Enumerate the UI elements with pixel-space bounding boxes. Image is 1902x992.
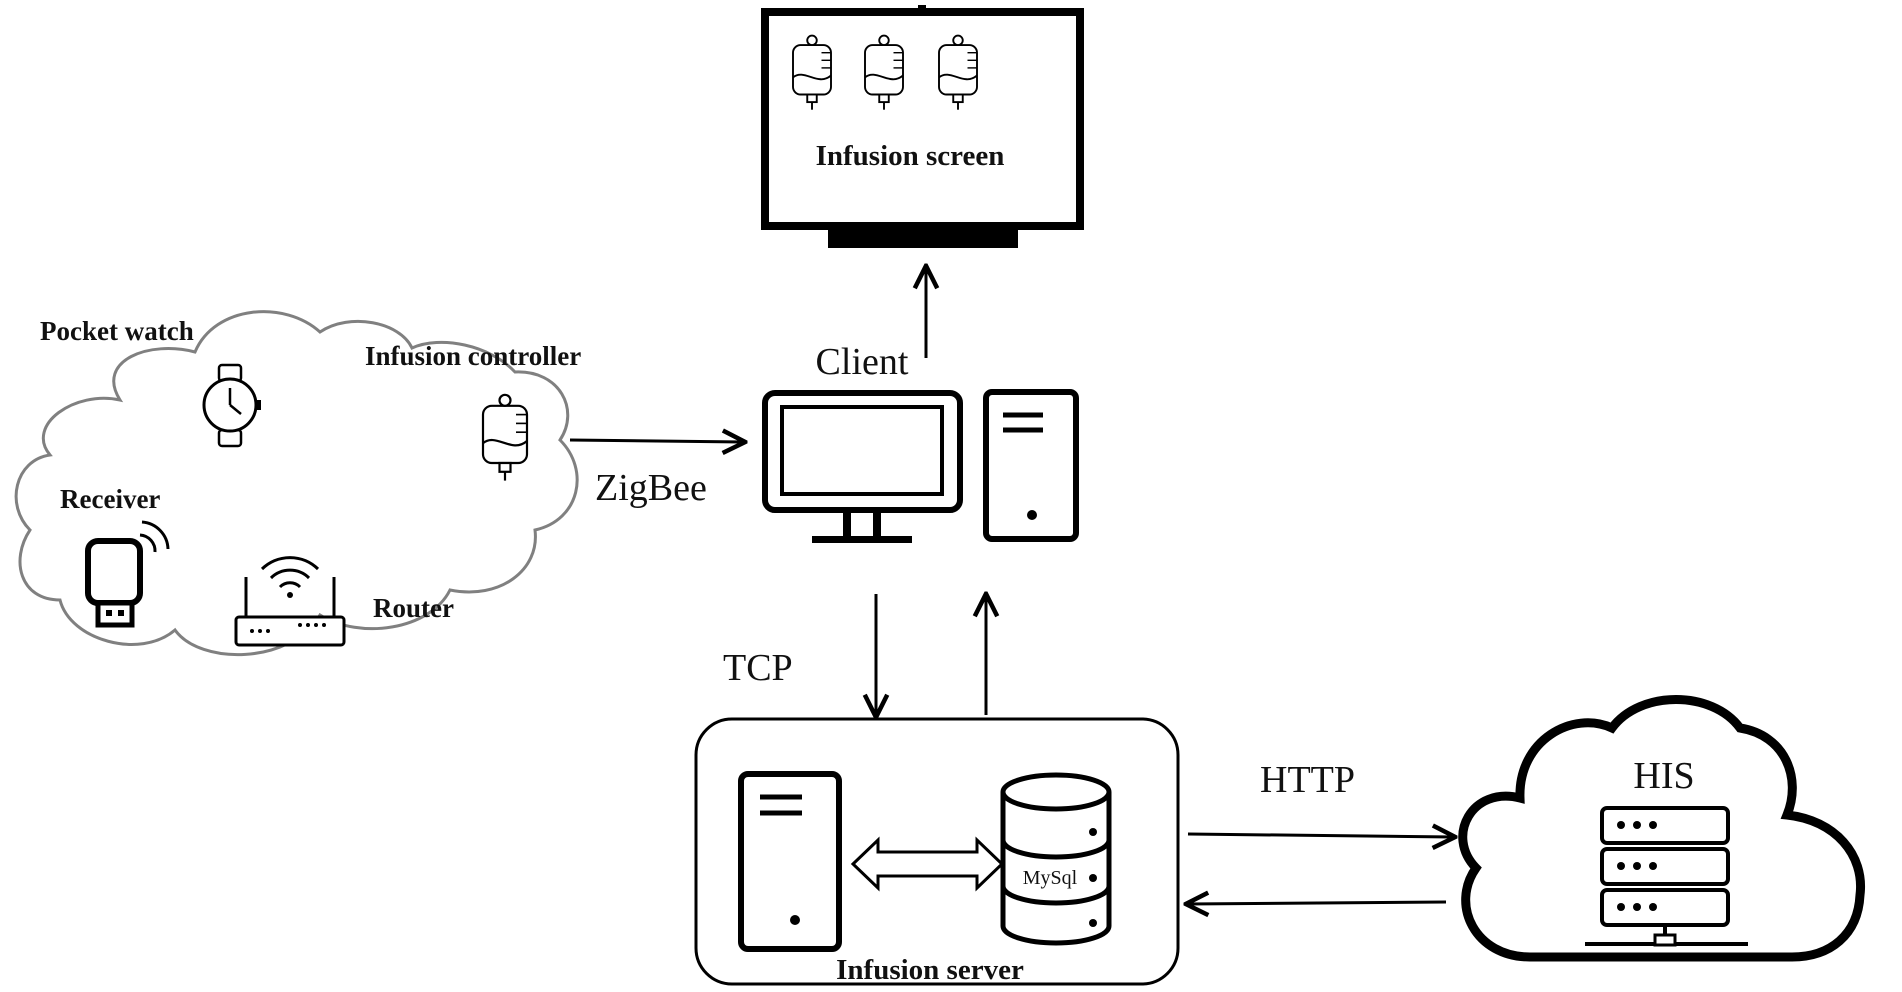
infusion-controller-label: Infusion controller [365, 341, 581, 371]
router-label: Router [373, 593, 454, 623]
device-cloud: Pocket watch Infusion controller Receive… [14, 310, 581, 657]
usb-receiver-icon [85, 520, 170, 628]
database-icon: MySql [1000, 772, 1112, 946]
arrow-zigbee [569, 440, 743, 442]
arrow-server-to-his [1187, 834, 1453, 837]
infusion-server: MySql Infusion server [694, 717, 1180, 986]
server-tower-icon [738, 771, 842, 952]
arrow-his-to-server [1188, 902, 1447, 904]
http-label: HTTP [1260, 759, 1355, 801]
client-label: Client [816, 341, 909, 383]
infusion-screen-label: Infusion screen [816, 140, 1005, 172]
wifi-router-icon [234, 556, 346, 647]
receiver-label: Receiver [60, 484, 160, 514]
zigbee-label: ZigBee [595, 467, 707, 509]
monitor-icon [762, 390, 963, 543]
infusion-server-label: Infusion server [836, 954, 1024, 986]
mysql-label: MySql [1023, 867, 1078, 889]
tcp-label: TCP [723, 647, 793, 689]
server-rack-icon [1585, 806, 1748, 947]
client: Client [762, 341, 1079, 543]
wristwatch-icon [202, 363, 261, 448]
computer-tower-icon [983, 389, 1079, 542]
his-label: HIS [1633, 755, 1694, 797]
pocket-watch-label: Pocket watch [40, 316, 194, 346]
his-cloud: HIS [1458, 695, 1866, 962]
cloud-icon [14, 310, 579, 657]
infusion-screen: Infusion screen [761, 5, 1084, 248]
